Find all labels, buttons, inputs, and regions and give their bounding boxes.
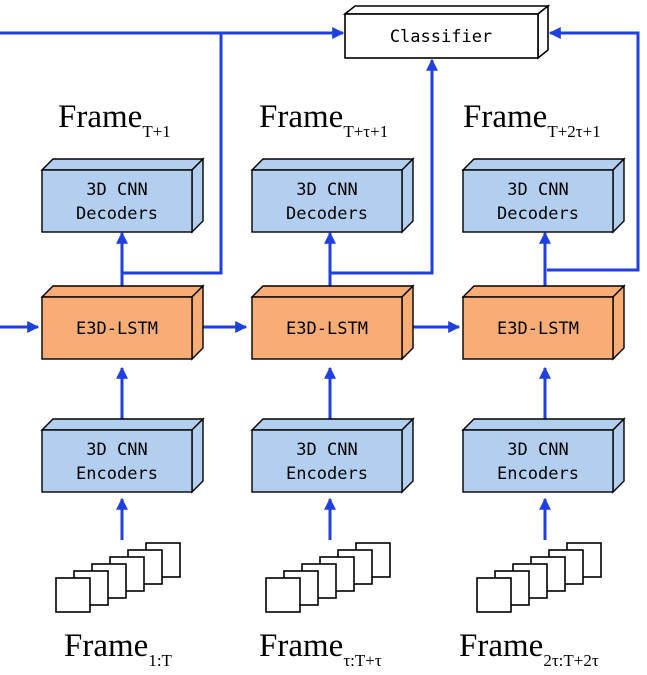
col1-lstm-label: E3D-LSTM	[76, 319, 158, 339]
col1-encoder-label-1: 3D CNN	[86, 440, 147, 460]
col2-encoder-label-2: Encoders	[286, 464, 368, 484]
classifier-label: Classifier	[390, 27, 492, 47]
col3-encoder-label-1: 3D CNN	[507, 440, 568, 460]
input-frame	[55, 577, 91, 613]
input-frame	[476, 577, 512, 613]
col1-encoder-label-2: Encoders	[76, 464, 158, 484]
frame-stacks	[55, 542, 602, 613]
col3-output-caption: FrameT+2τ+1	[463, 99, 601, 141]
col3-encoder-label-2: Encoders	[497, 464, 579, 484]
col3-lstm-box: E3D-LSTM	[461, 284, 626, 361]
col3-decoder-label-1: 3D CNN	[507, 180, 568, 200]
col1-input-caption: Frame1:T	[64, 628, 173, 670]
col1-input-frame-stack	[55, 542, 181, 613]
col3-input-frame-stack	[476, 542, 602, 613]
col1-lstm-box: E3D-LSTM	[40, 284, 205, 361]
input-frame	[265, 577, 301, 613]
flow-arrows	[0, 27, 640, 540]
classifier-box: Classifier	[342, 4, 551, 60]
col3-input-caption: Frame2τ:T+2τ	[459, 628, 599, 670]
output-captions: FrameT+1 FrameT+τ+1 FrameT+2τ+1	[58, 99, 601, 141]
col2-lstm-box: E3D-LSTM	[250, 284, 415, 361]
col3-lstm-label: E3D-LSTM	[497, 319, 579, 339]
col2-input-caption: Frameτ:T+τ	[259, 628, 382, 670]
col1-output-caption: FrameT+1	[58, 99, 171, 141]
col1-decoder-label-1: 3D CNN	[86, 180, 147, 200]
input-captions: Frame1:T Frameτ:T+τ Frame2τ:T+2τ	[64, 628, 599, 670]
col3-encoder-box: 3D CNN Encoders	[461, 417, 626, 494]
col2-decoder-label-2: Decoders	[286, 204, 368, 224]
col3-decoder-label-2: Decoders	[497, 204, 579, 224]
col2-to-classifier-arrow	[330, 58, 438, 275]
col1-decoder-box: 3D CNN Decoders	[40, 157, 205, 234]
col1-encoder-box: 3D CNN Encoders	[40, 417, 205, 494]
col2-decoder-label-1: 3D CNN	[296, 180, 357, 200]
col3-decoder-box: 3D CNN Decoders	[461, 157, 626, 234]
col3-to-classifier-arrow	[547, 27, 640, 272]
col2-output-caption: FrameT+τ+1	[259, 99, 388, 141]
col2-encoder-box: 3D CNN Encoders	[250, 417, 415, 494]
col1-decoder-label-2: Decoders	[76, 204, 158, 224]
col2-decoder-box: 3D CNN Decoders	[250, 157, 415, 234]
col2-encoder-label-1: 3D CNN	[296, 440, 357, 460]
col2-lstm-label: E3D-LSTM	[286, 319, 368, 339]
col2-input-frame-stack	[265, 542, 391, 613]
col1-to-classifier-line	[122, 33, 223, 275]
